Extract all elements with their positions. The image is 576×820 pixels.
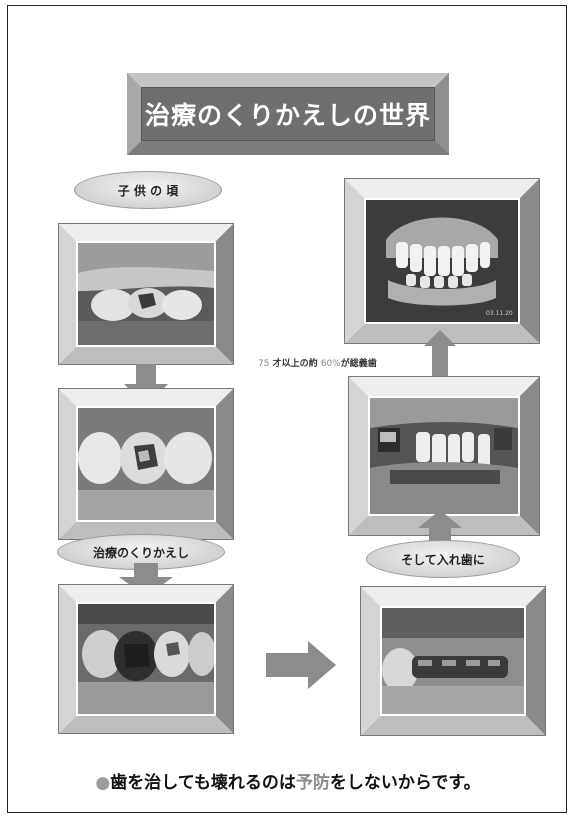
photo-frame-bridge xyxy=(360,586,546,736)
photo-metal-filling xyxy=(78,408,214,520)
photo-metal-bridge xyxy=(382,608,524,714)
footer-text-b: をしないからです。 xyxy=(330,773,481,793)
caption-text-a: 才以上の約 xyxy=(269,359,320,369)
photo-frame-repeated xyxy=(58,584,234,734)
footer-accent: 予防 xyxy=(296,773,330,793)
caption-age: 75 xyxy=(258,359,269,369)
title-plate: 治療のくりかえしの世界 xyxy=(127,73,449,155)
label-and-dentures: そして入れ歯に xyxy=(366,540,520,578)
caption-text-b: が総義歯 xyxy=(341,359,377,369)
photo-partial-dentures xyxy=(370,398,518,514)
label-childhood: 子 供 の 頃 xyxy=(74,171,222,209)
photo-frame-childhood xyxy=(58,223,234,365)
up-arrow-1 xyxy=(424,330,456,378)
photo-timestamp: 03.11.20 xyxy=(486,310,513,317)
photo-child-molars xyxy=(78,243,214,345)
right-arrow xyxy=(266,641,336,689)
bullet-icon: ● xyxy=(95,773,110,793)
caption-percent: 60% xyxy=(321,359,341,369)
photo-repeated-fillings xyxy=(78,604,214,714)
footer-message: ●歯を治しても壊れるのは予防をしないからです。 xyxy=(0,768,576,793)
page-title: 治療のくりかえしの世界 xyxy=(141,87,435,141)
photo-full-dentures: 03.11.20 xyxy=(366,200,518,322)
footer-text-a: 歯を治しても壊れるのは xyxy=(110,773,296,793)
photo-frame-filling xyxy=(58,388,234,540)
caption-denture-statistic: 75 才以上の約 60%が総義歯 xyxy=(258,356,377,369)
photo-frame-dentures: 03.11.20 xyxy=(344,178,540,344)
